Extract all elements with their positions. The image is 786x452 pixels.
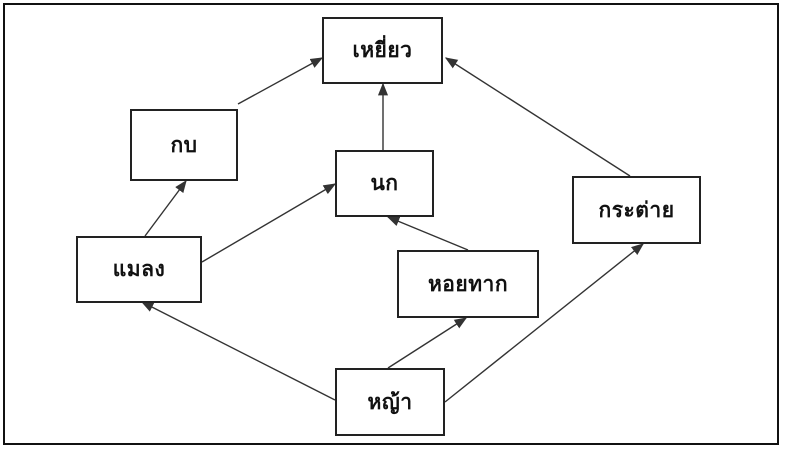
node-insect: แมลง	[76, 236, 202, 303]
arrow-frog-to-eagle	[237, 57, 324, 105]
node-frog: กบ	[130, 109, 238, 181]
arrow-grass-to-snail	[387, 317, 468, 369]
arrow-snail-to-bird	[386, 216, 469, 251]
arrow-insect-to-frog	[144, 179, 187, 237]
node-rabbit: กระต่าย	[572, 176, 701, 244]
arrow-grass-to-insect	[140, 301, 336, 401]
diagram-frame	[3, 3, 779, 445]
node-snail: หอยทาก	[397, 250, 539, 318]
arrow-insect-to-bird	[201, 183, 337, 263]
node-bird: นก	[335, 150, 434, 217]
arrow-rabbit-to-eagle	[444, 57, 631, 177]
node-eagle: เหยี่ยว	[322, 17, 443, 84]
node-grass: หญ้า	[335, 368, 445, 436]
arrow-grass-to-rabbit	[444, 243, 644, 403]
